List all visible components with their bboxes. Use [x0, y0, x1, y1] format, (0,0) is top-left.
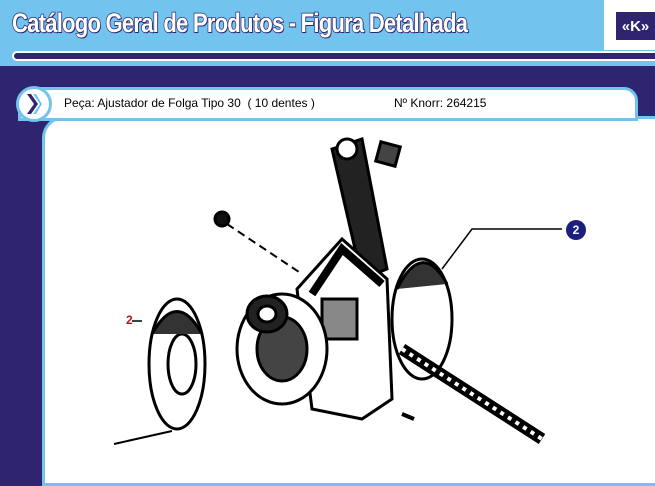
knorr-logo: «K»	[616, 12, 655, 40]
header-divider	[12, 51, 655, 61]
part-name: Peça: Ajustador de Folga Tipo 30 ( 10 de…	[64, 96, 315, 110]
part-header	[18, 87, 638, 121]
chevron-right-icon[interactable]	[16, 86, 52, 122]
callout-badge[interactable]: 2	[566, 220, 586, 240]
callout-label[interactable]: 2	[126, 313, 133, 327]
exploded-part-drawing	[113, 137, 562, 445]
knorr-number: Nº Knorr: 264215	[394, 96, 487, 110]
page-title: Catálogo Geral de Produtos - Figura Deta…	[11, 7, 468, 39]
